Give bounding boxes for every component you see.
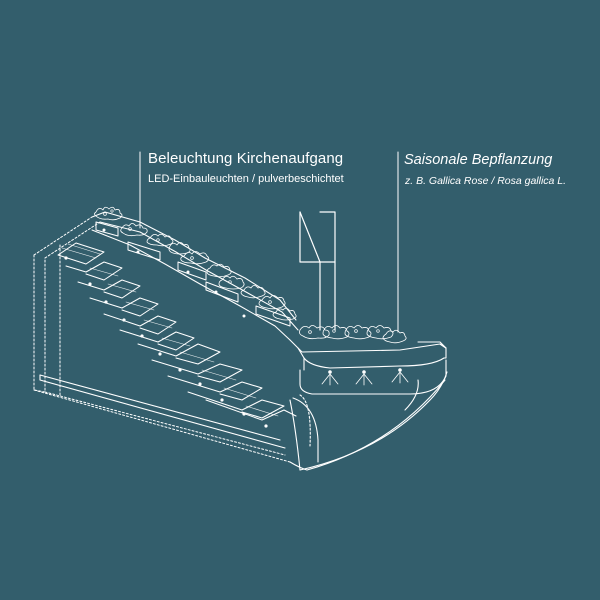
staircase-steps (57, 211, 299, 421)
annotation-leaders (139, 151, 399, 333)
base-wall (39, 374, 286, 449)
planting-annotation-subtitle: z. B. Gallica Rose / Rosa gallica L. (405, 175, 567, 187)
stair-led-lights (64, 256, 268, 428)
planter-led-lights (102, 228, 246, 318)
landing-planter (289, 339, 447, 395)
stair-planters (95, 221, 291, 327)
retaining-wall-dashed (33, 216, 291, 463)
planting-annotation-title: Saisonale Bepflanzung (404, 152, 553, 168)
lighting-annotation-subtitle: LED-Einbauleuchten / pulverbeschichtet (148, 173, 344, 185)
lighting-annotation-title: Beleuchtung Kirchenaufgang (148, 150, 344, 167)
curved-front-wall (289, 371, 448, 471)
landing-led-lights (321, 368, 409, 386)
church-wall (299, 211, 336, 331)
rose-foliage (94, 206, 407, 344)
